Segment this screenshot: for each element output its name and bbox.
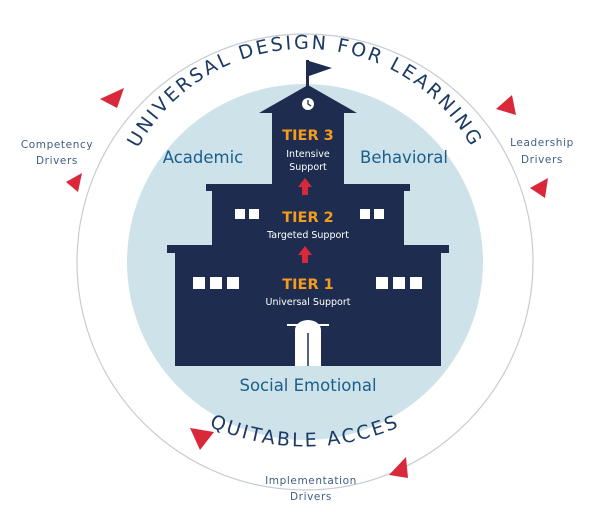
competency-drivers-label: Competency Drivers bbox=[21, 139, 93, 167]
svg-text:Leadership: Leadership bbox=[510, 137, 574, 149]
flag-icon bbox=[309, 61, 332, 76]
arrow-icon bbox=[190, 428, 214, 450]
window bbox=[410, 277, 422, 289]
leadership-drivers-label: Leadership Drivers bbox=[510, 137, 574, 166]
outer-ring bbox=[76, 33, 534, 491]
svg-text:Support: Support bbox=[289, 162, 327, 173]
flagpole bbox=[306, 60, 309, 98]
window bbox=[249, 209, 259, 219]
up-arrow-icon bbox=[298, 246, 312, 263]
ledge-1 bbox=[167, 245, 449, 253]
window bbox=[210, 277, 222, 289]
svg-text:Drivers: Drivers bbox=[521, 154, 563, 166]
svg-text:Targeted Support: Targeted Support bbox=[266, 230, 349, 241]
tower bbox=[272, 112, 344, 185]
arrow-icon bbox=[100, 88, 124, 108]
window bbox=[360, 209, 370, 219]
svg-text:TIER 3: TIER 3 bbox=[282, 128, 334, 144]
tier-3: TIER 3 Intensive Support bbox=[282, 128, 334, 173]
svg-text:Drivers: Drivers bbox=[36, 155, 78, 167]
arrow-icon bbox=[389, 457, 408, 478]
window bbox=[227, 277, 239, 289]
arrow-icon bbox=[496, 95, 516, 115]
svg-text:Universal Support: Universal Support bbox=[266, 297, 351, 308]
svg-text:TIER 2: TIER 2 bbox=[282, 210, 334, 226]
arrow-icon bbox=[530, 178, 548, 198]
building-windows bbox=[193, 209, 422, 289]
tier-arrows bbox=[298, 178, 312, 263]
door-icon bbox=[287, 320, 329, 366]
window bbox=[393, 277, 405, 289]
window bbox=[376, 277, 388, 289]
svg-text:Intensive: Intensive bbox=[286, 149, 330, 160]
domain-social-emotional: Social Emotional bbox=[239, 376, 376, 395]
svg-text:Implementation: Implementation bbox=[265, 475, 357, 487]
window bbox=[193, 277, 205, 289]
cycle-arrows bbox=[66, 88, 548, 478]
window bbox=[374, 209, 384, 219]
up-arrow-icon bbox=[298, 178, 312, 195]
svg-text:Competency: Competency bbox=[21, 139, 93, 151]
tier-1: TIER 1 Universal Support bbox=[266, 277, 351, 308]
tier-2: TIER 2 Targeted Support bbox=[266, 210, 349, 241]
window bbox=[235, 209, 245, 219]
arrow-icon bbox=[66, 173, 82, 192]
implementation-drivers-label: Implementation Drivers bbox=[265, 475, 357, 503]
svg-text:TIER 1: TIER 1 bbox=[282, 277, 334, 293]
domain-behavioral: Behavioral bbox=[360, 148, 448, 167]
domain-academic: Academic bbox=[163, 148, 244, 167]
svg-text:Drivers: Drivers bbox=[290, 491, 332, 503]
